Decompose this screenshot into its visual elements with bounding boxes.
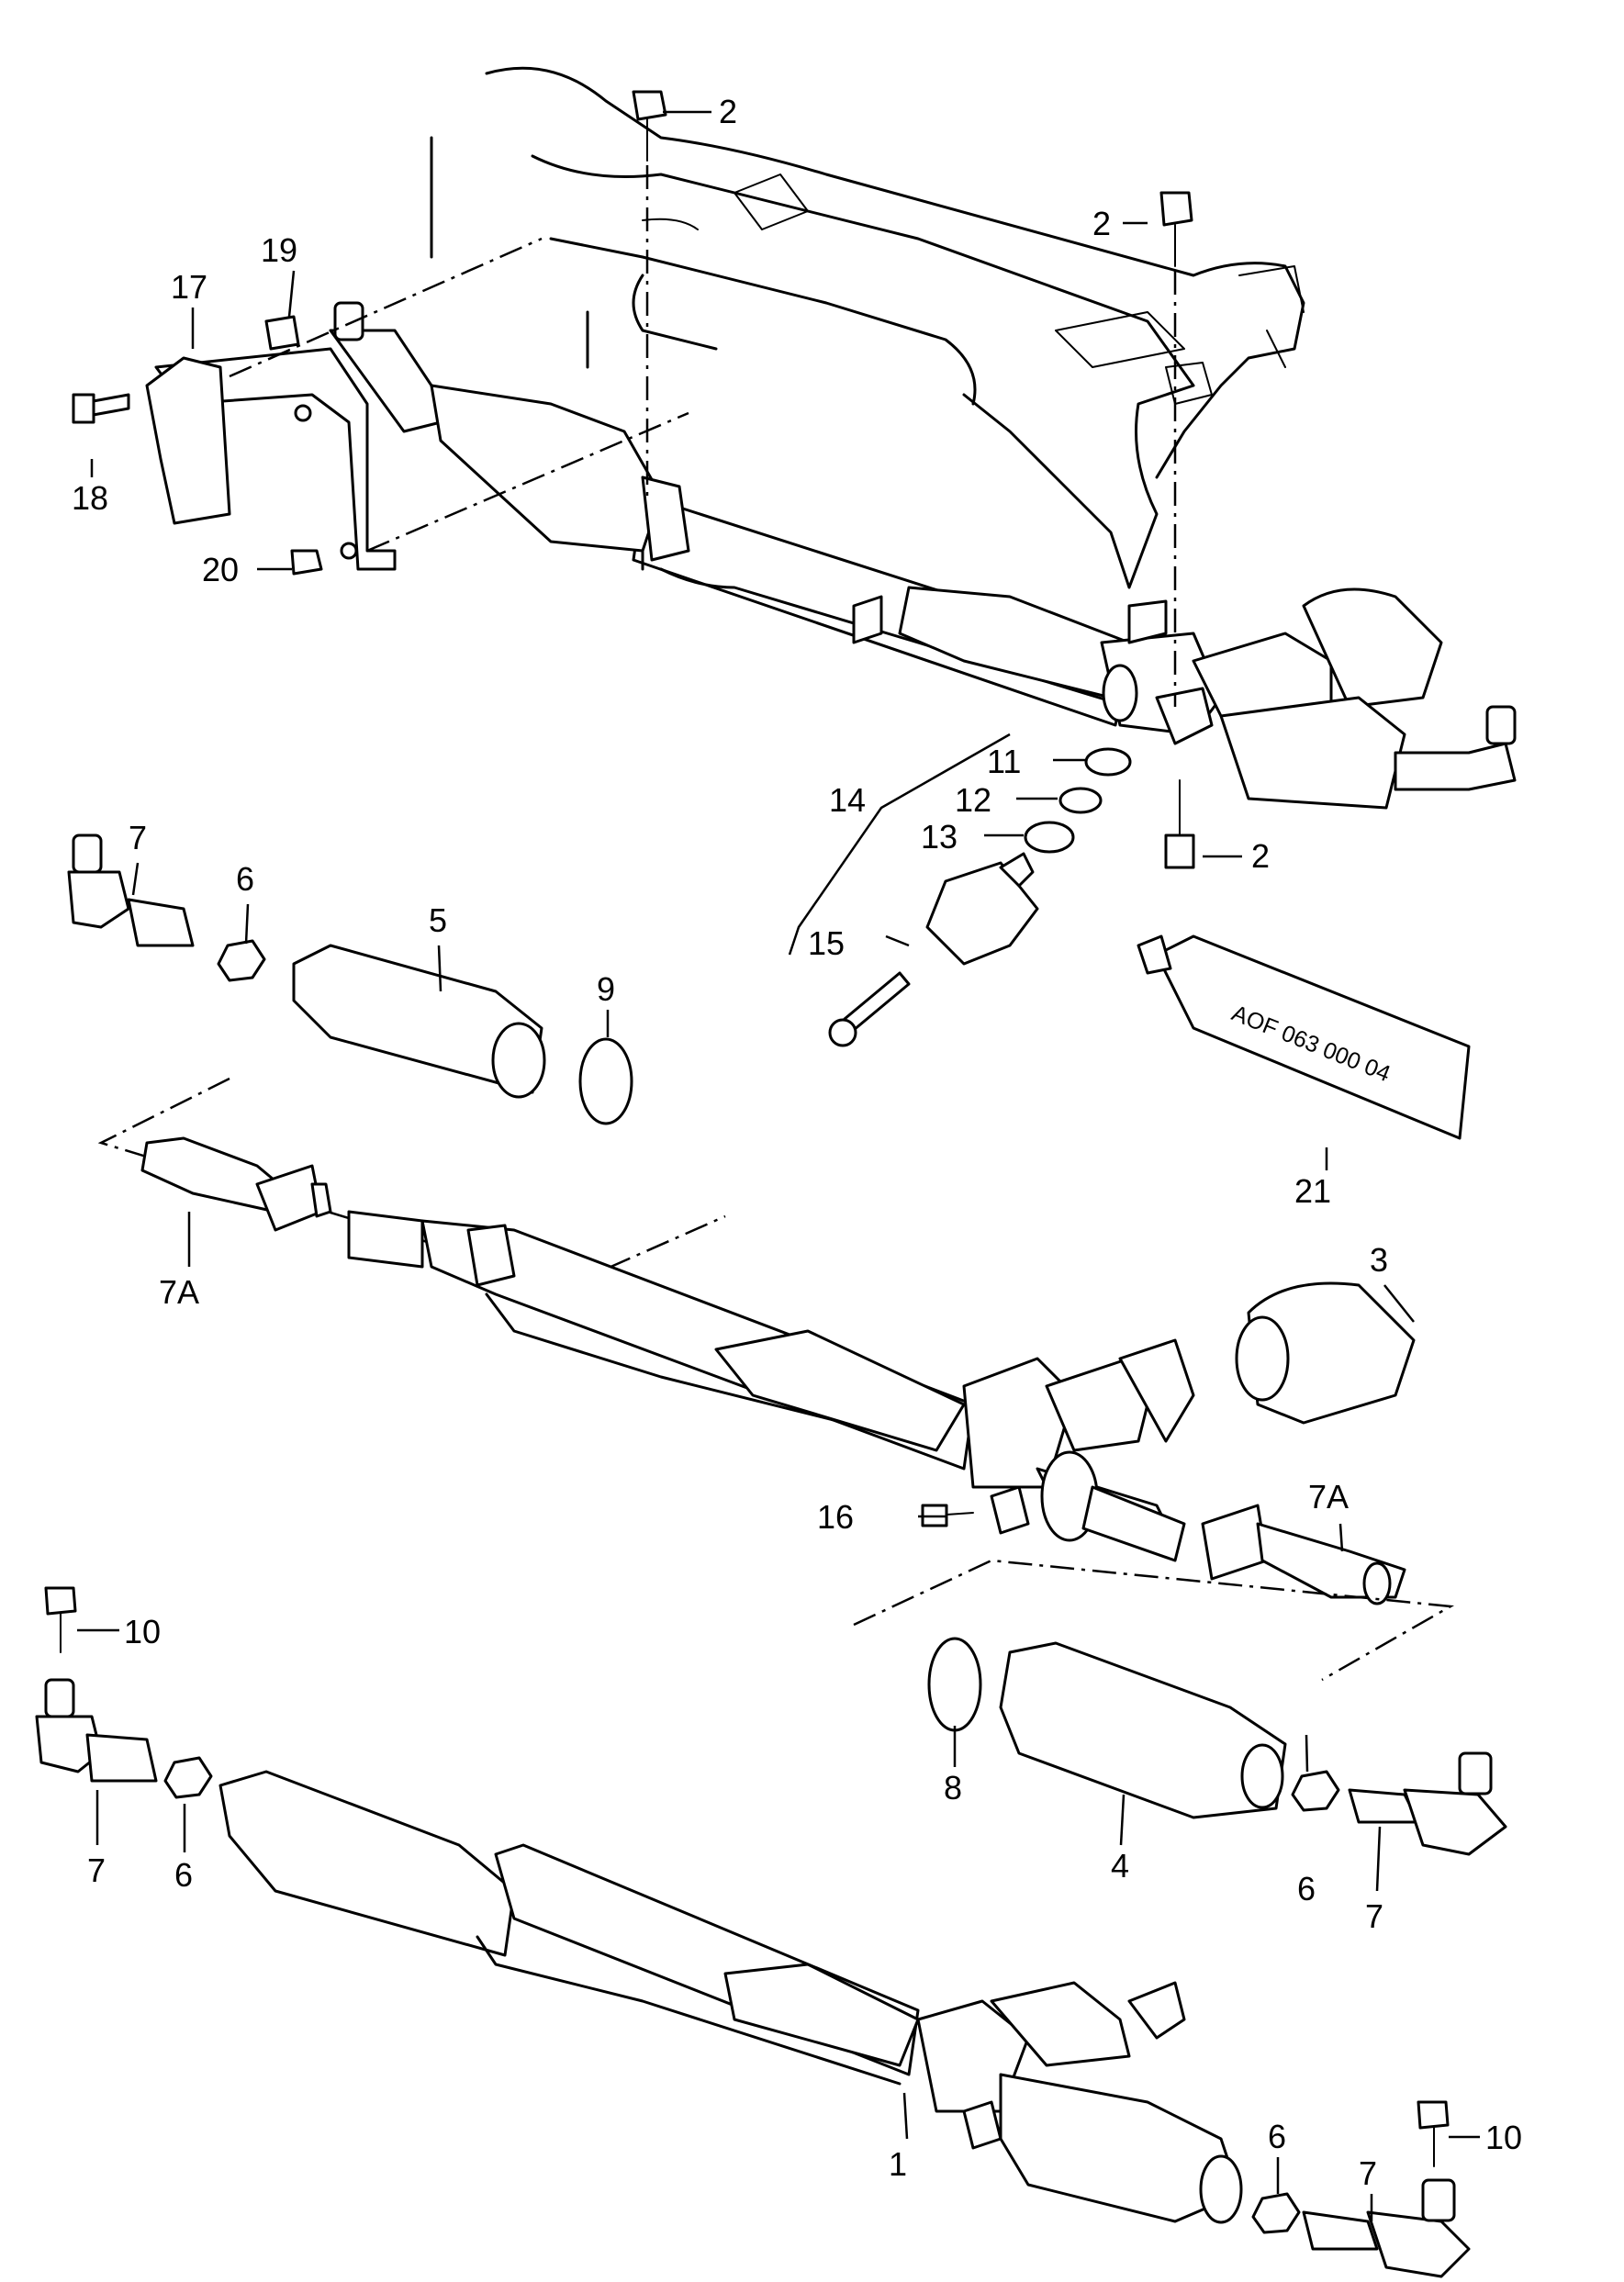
callout-6-middle-left: 6 bbox=[236, 860, 254, 898]
nut-6-bottom-left bbox=[163, 1756, 213, 1799]
callout-7-bottom-left: 7 bbox=[87, 1851, 106, 1889]
fixing-line-lower bbox=[366, 411, 689, 553]
callout-3: 3 bbox=[1370, 1241, 1388, 1279]
boot-5 bbox=[292, 944, 546, 1099]
o-ring-11 bbox=[1084, 747, 1132, 777]
callout-20: 20 bbox=[202, 551, 239, 588]
grease-tube-21: AOF 063 000 04 bbox=[1137, 934, 1471, 1140]
dash-frame-lower bbox=[853, 1559, 1455, 1682]
bracket-14-line bbox=[788, 733, 1011, 956]
callout-11: 11 bbox=[987, 743, 1021, 780]
tie-rod-7A-right bbox=[1201, 1504, 1406, 1605]
clamp-9 bbox=[578, 1037, 633, 1125]
callout-7-middle-right: 7 bbox=[1365, 1897, 1383, 1935]
callout-labels: 2 2 2 3 4 5 6 6 6 6 7 7 7 7 7A 7A 8 9 10… bbox=[72, 93, 1522, 2192]
callout-14: 14 bbox=[829, 781, 866, 819]
leader-lines bbox=[77, 110, 1480, 2221]
bolt-15 bbox=[828, 971, 911, 1047]
bolt-bottom-right bbox=[1164, 779, 1195, 869]
rack-housing-middle bbox=[347, 1210, 1195, 1562]
callout-16: 16 bbox=[817, 1498, 854, 1536]
subframe bbox=[430, 66, 1305, 589]
callout-4: 4 bbox=[1111, 1847, 1129, 1885]
callout-10-right: 10 bbox=[1485, 2119, 1522, 2156]
callout-7-middle-left: 7 bbox=[129, 819, 147, 856]
tie-rod-7A-left bbox=[140, 1136, 332, 1232]
boot-4 bbox=[999, 1641, 1287, 1819]
tie-rod-end-left-bottom bbox=[35, 1678, 158, 1783]
callout-12: 12 bbox=[955, 781, 991, 819]
callout-7A-right: 7A bbox=[1308, 1478, 1349, 1516]
mounting-bracket bbox=[72, 315, 397, 576]
callout-21: 21 bbox=[1294, 1172, 1331, 1210]
nut-6-bottom-right bbox=[1251, 2192, 1301, 2234]
callout-19: 19 bbox=[261, 231, 297, 269]
callout-17: 17 bbox=[171, 268, 207, 306]
tie-rod-end-left-middle bbox=[67, 833, 195, 947]
callout-6-bottom-right: 6 bbox=[1268, 2118, 1286, 2155]
callout-5: 5 bbox=[429, 901, 447, 939]
bolt-10-left bbox=[44, 1586, 77, 1653]
bolt-top-right bbox=[1159, 191, 1193, 707]
callout-8: 8 bbox=[944, 1769, 962, 1807]
tie-rod-end-right-middle bbox=[1348, 1751, 1507, 1856]
bolt-top-left bbox=[632, 90, 667, 496]
callout-15: 15 bbox=[808, 924, 845, 962]
callout-7-bottom-right: 7 bbox=[1359, 2154, 1377, 2192]
nut-6-middle bbox=[217, 939, 266, 982]
callout-2-top: 2 bbox=[719, 93, 737, 130]
fixing-line-upper bbox=[229, 237, 543, 378]
boot-3 bbox=[1235, 1281, 1416, 1425]
rack-assembly-top bbox=[329, 301, 1517, 810]
bolt-10-right bbox=[1417, 2100, 1450, 2167]
callout-2-lower: 2 bbox=[1251, 837, 1270, 875]
o-ring-13 bbox=[1024, 821, 1075, 854]
tie-rod-end-right-bottom bbox=[1302, 2178, 1471, 2278]
pressure-valve bbox=[925, 852, 1039, 966]
callout-2-right: 2 bbox=[1092, 205, 1111, 242]
callout-9: 9 bbox=[597, 970, 615, 1008]
clamp-8 bbox=[927, 1637, 982, 1732]
callout-13: 13 bbox=[921, 818, 958, 856]
rack-assembly-bottom bbox=[218, 1770, 1243, 2224]
callout-18: 18 bbox=[72, 479, 108, 517]
nut-6-middle-right bbox=[1291, 1770, 1340, 1812]
dash-frame-upper bbox=[97, 1077, 726, 1287]
callout-6-middle-right: 6 bbox=[1297, 1870, 1316, 1907]
callout-10-left: 10 bbox=[124, 1613, 161, 1650]
callout-7A-left: 7A bbox=[159, 1273, 199, 1311]
callout-6-bottom-left: 6 bbox=[174, 1856, 193, 1894]
o-ring-12 bbox=[1058, 787, 1103, 814]
callout-1: 1 bbox=[889, 2145, 907, 2183]
